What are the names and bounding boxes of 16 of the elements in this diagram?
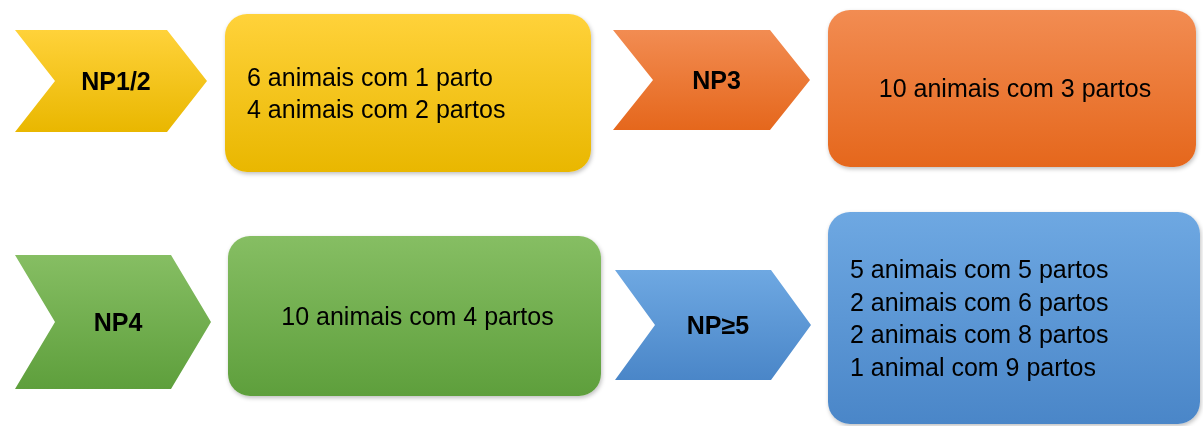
box-text: 1 animal com 9 partos — [850, 351, 1096, 383]
chevron-label: NP3 — [691, 65, 741, 95]
box-text: 2 animais com 8 partos — [850, 319, 1109, 350]
box-text: 10 animais com 4 partos — [281, 300, 554, 332]
rounded-box — [828, 212, 1200, 424]
box-text: 6 animais com 1 parto — [247, 61, 493, 93]
box-text: 5 animais com 5 partos — [850, 254, 1109, 285]
box-text: 4 animais com 2 partos — [247, 94, 506, 125]
box-text: 2 animais com 6 partos — [850, 286, 1109, 318]
chevron-label: NP≥5 — [685, 310, 750, 340]
chevron-label: NP4 — [92, 307, 143, 337]
box-text: 10 animais com 3 partos — [878, 73, 1152, 105]
rounded-box — [225, 14, 591, 172]
rounded-box — [228, 236, 601, 396]
chevron-label: NP1/2 — [80, 66, 151, 96]
rounded-box — [828, 10, 1196, 167]
